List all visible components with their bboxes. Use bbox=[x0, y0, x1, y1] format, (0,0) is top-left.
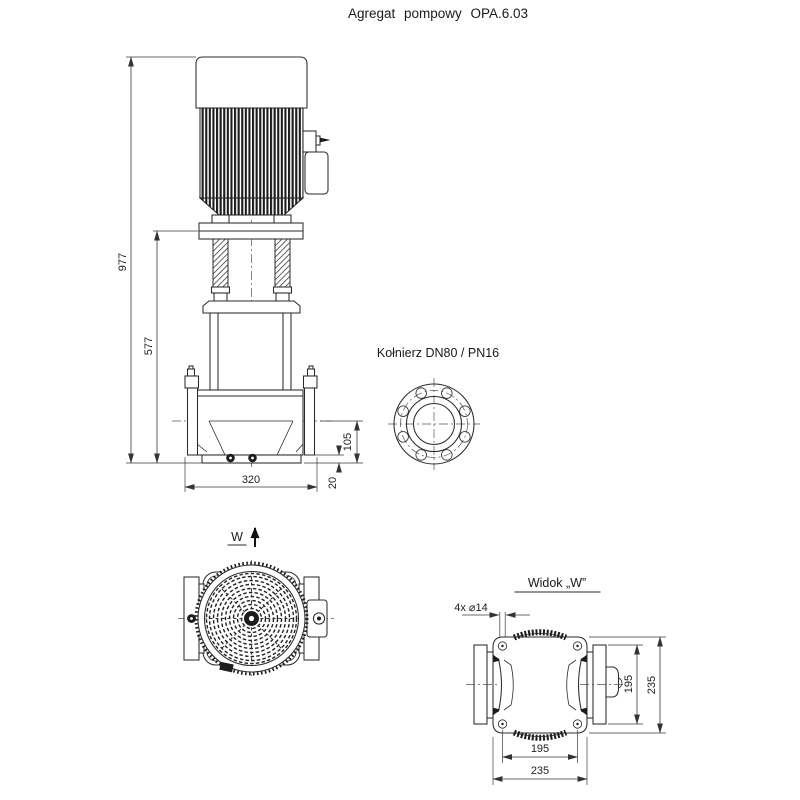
dim-flange-span: 195 bbox=[623, 675, 635, 693]
flange-detail: Kołnierz DN80 / PN16 bbox=[377, 346, 499, 470]
dim-port-height: 105 bbox=[342, 433, 354, 451]
spring-assembly-left bbox=[210, 238, 231, 302]
flange-outer-circle bbox=[393, 383, 475, 465]
shaft-pin bbox=[320, 137, 331, 143]
cable-gland bbox=[312, 612, 326, 625]
pump-column bbox=[209, 312, 292, 391]
dim-base-thickness: 20 bbox=[327, 477, 339, 489]
flange-bolt-holes bbox=[397, 387, 471, 461]
base-plate bbox=[201, 453, 302, 464]
dim-hole-spacing: 195 bbox=[531, 743, 549, 755]
dim-base-depth: 235 bbox=[646, 676, 658, 694]
drawing-title: Agregat pompowy OPA.6.03 bbox=[348, 6, 528, 21]
motor bbox=[195, 56, 331, 224]
motor-fan-cover bbox=[195, 56, 308, 109]
dim-base-width-bottom: 235 bbox=[531, 765, 549, 777]
lifting-lug bbox=[302, 130, 317, 153]
spring-assembly-right bbox=[272, 238, 293, 302]
flange-label: Kołnierz DN80 / PN16 bbox=[377, 346, 499, 360]
dim-total-height: 977 bbox=[117, 253, 129, 271]
motor-taper bbox=[198, 197, 305, 216]
dim-base-width: 320 bbox=[242, 474, 260, 486]
base-plate-bottom bbox=[492, 636, 588, 734]
fan-grille bbox=[205, 572, 298, 665]
port-right bbox=[302, 365, 318, 456]
view-direction-marker: W bbox=[227, 526, 260, 547]
motor-stool bbox=[198, 222, 304, 240]
fan-cover-top bbox=[194, 561, 309, 676]
holes-label: 4x ⌀14 bbox=[454, 602, 488, 614]
view-w: Widok „W” 4x ⌀14 bbox=[454, 576, 666, 785]
mounting-holes bbox=[497, 641, 583, 729]
shaft-pin-base bbox=[315, 135, 321, 146]
dim-pump-height: 577 bbox=[143, 337, 155, 355]
casing-ribs bbox=[512, 629, 568, 741]
pump-casing bbox=[196, 389, 304, 456]
pump-head bbox=[202, 300, 301, 314]
port-left bbox=[184, 365, 200, 456]
terminal-box-profile bbox=[605, 666, 623, 698]
motor-foot-left bbox=[211, 214, 230, 224]
motor-foot-right bbox=[273, 214, 292, 224]
front-dimensions: 977 577 320 105 20 bbox=[117, 56, 363, 492]
terminal-box bbox=[304, 151, 329, 195]
hole-callout: 4x ⌀14 bbox=[454, 602, 530, 640]
view-w-dimensions: 195 235 195 235 bbox=[492, 636, 666, 785]
bolt-circle bbox=[400, 390, 468, 458]
casing-foot-shadow bbox=[219, 661, 234, 673]
front-view: 977 577 320 105 20 bbox=[117, 56, 363, 492]
top-terminal-box bbox=[306, 599, 328, 638]
motor-finned-body bbox=[199, 107, 304, 199]
view-w-title: Widok „W” bbox=[528, 576, 586, 590]
view-arrow-label: W bbox=[231, 530, 243, 544]
top-view bbox=[178, 560, 334, 677]
